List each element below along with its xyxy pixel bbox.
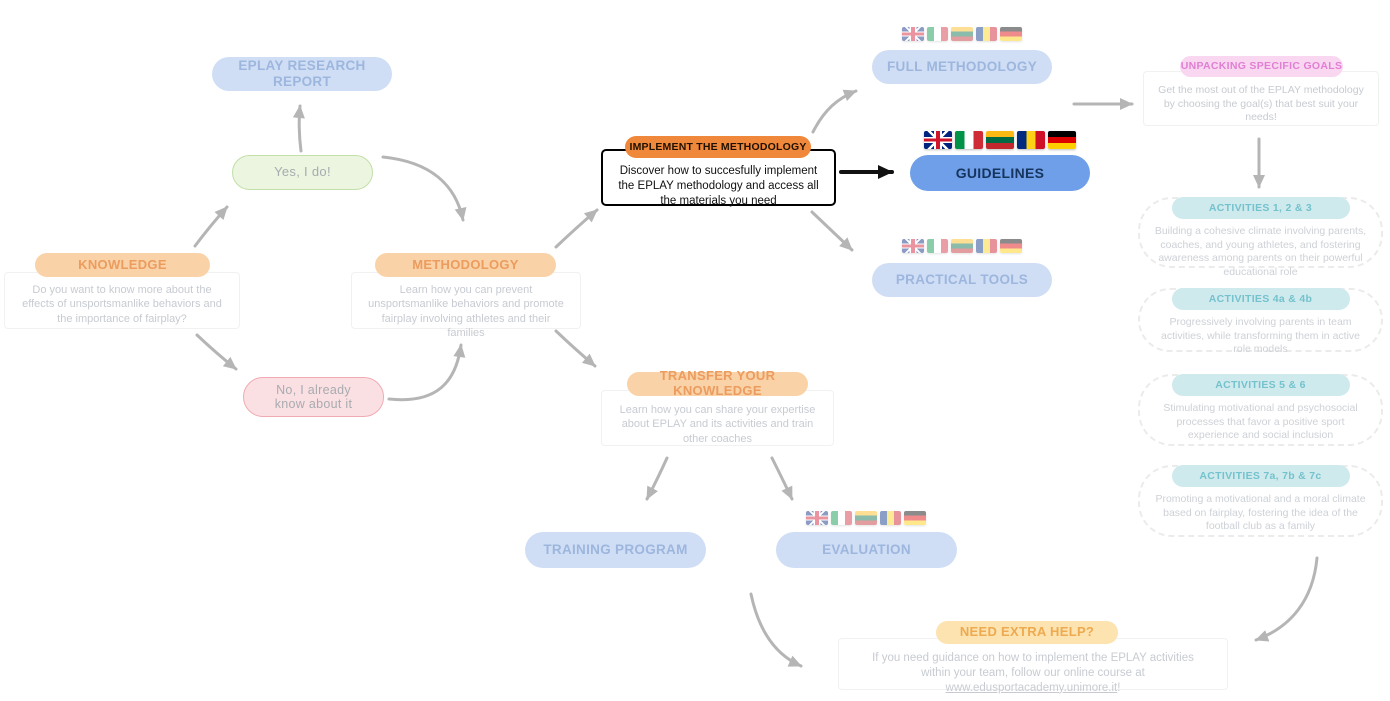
flag-romania-icon[interactable] xyxy=(1017,131,1045,149)
knowledge-description: Do you want to know more about the effec… xyxy=(4,272,240,329)
flag-uk-icon[interactable] xyxy=(806,511,828,525)
flag-germany-icon[interactable] xyxy=(904,511,926,525)
activity-1-title[interactable]: ACTIVITIES 1, 2 & 3 xyxy=(1171,197,1350,219)
arrow-yes-to-report xyxy=(292,104,305,153)
node-practical-tools[interactable]: PRACTICAL TOOLS xyxy=(872,263,1052,297)
flag-uk-icon[interactable] xyxy=(902,239,924,253)
node-implement-methodology: IMPLEMENT THE METHODOLOGY xyxy=(625,136,811,158)
flag-romania-icon[interactable] xyxy=(879,511,902,525)
flag-lithuania-icon[interactable] xyxy=(951,239,973,253)
node-yes-option[interactable]: Yes, I do! xyxy=(232,155,373,190)
flag-uk-icon[interactable] xyxy=(924,131,952,149)
activity-4-title[interactable]: ACTIVITIES 7a, 7b & 7c xyxy=(1171,465,1350,487)
node-knowledge: KNOWLEDGE xyxy=(35,253,210,277)
arrow-transfer-to-training xyxy=(645,456,669,501)
activity-card-4: ACTIVITIES 7a, 7b & 7c Promoting a motiv… xyxy=(1138,465,1383,537)
implement-description: Discover how to succesfully implement th… xyxy=(601,149,836,207)
language-flags-practical-tools xyxy=(902,239,1022,253)
flag-lithuania-icon[interactable] xyxy=(855,511,877,525)
node-transfer-knowledge: TRANSFER YOUR KNOWLEDGE xyxy=(627,368,808,398)
arrow-yes-to-methodology xyxy=(381,155,467,222)
arrow-no-to-methodology xyxy=(387,343,466,402)
flag-lithuania-icon[interactable] xyxy=(951,27,973,41)
arrow-knowledge-to-yes xyxy=(193,205,229,248)
activity-1-description: Building a cohesive climate involving pa… xyxy=(1154,225,1367,278)
arrow-methodology-to-transfer xyxy=(554,329,597,368)
unpacking-goals-description: Get the most out of the EPLAY methodolog… xyxy=(1143,71,1379,126)
flag-germany-icon[interactable] xyxy=(1000,27,1022,41)
flag-germany-icon[interactable] xyxy=(1048,131,1076,149)
need-help-text-before: If you need guidance on how to implement… xyxy=(872,652,1194,679)
language-flags-guidelines xyxy=(922,131,1078,149)
arrow-methodology-to-implement xyxy=(554,208,599,249)
activity-3-description: Stimulating motivational and psychosocia… xyxy=(1163,402,1358,442)
flag-italy-icon[interactable] xyxy=(926,239,949,253)
arrow-evaluation-to-help xyxy=(749,592,803,668)
activity-4-description: Promoting a motivational and a moral cli… xyxy=(1155,493,1366,533)
language-flags-full-methodology xyxy=(902,27,1022,41)
flag-italy-icon[interactable] xyxy=(926,27,949,41)
activity-card-2: ACTIVITIES 4a & 4b Progressively involvi… xyxy=(1138,288,1383,355)
activity-card-3: ACTIVITIES 5 & 6 Stimulating motivationa… xyxy=(1138,374,1383,446)
language-flags-evaluation xyxy=(806,511,926,525)
node-full-methodology[interactable]: FULL METHODOLOGY xyxy=(872,50,1052,84)
activity-card-1: ACTIVITIES 1, 2 & 3 Building a cohesive … xyxy=(1138,197,1383,278)
activity-2-description: Progressively involving parents in team … xyxy=(1161,316,1360,356)
node-training-program[interactable]: TRAINING PROGRAM xyxy=(525,532,706,568)
arrow-implement-to-full-methodology xyxy=(811,89,858,134)
flag-lithuania-icon[interactable] xyxy=(986,131,1014,149)
node-research-report[interactable]: EPLAY RESEARCH REPORT xyxy=(212,57,392,91)
course-link[interactable]: www.edusportacademy.unimore.it xyxy=(945,681,1118,694)
flag-romania-icon[interactable] xyxy=(975,27,998,41)
node-no-option[interactable]: No, I already know about it xyxy=(243,377,384,417)
flag-uk-icon[interactable] xyxy=(902,27,924,41)
methodology-description: Learn how you can prevent unsportsmanlik… xyxy=(351,272,581,339)
arrow-transfer-to-evaluation xyxy=(770,456,794,501)
arrow-activities-to-help xyxy=(1254,556,1319,642)
flag-romania-icon[interactable] xyxy=(975,239,998,253)
flag-germany-icon[interactable] xyxy=(1000,239,1022,253)
flag-italy-icon[interactable] xyxy=(830,511,853,525)
node-evaluation[interactable]: EVALUATION xyxy=(776,532,957,568)
transfer-knowledge-description: Learn how you can share your expertise a… xyxy=(601,390,834,446)
activity-2-title[interactable]: ACTIVITIES 4a & 4b xyxy=(1171,288,1350,310)
arrow-knowledge-to-no xyxy=(195,333,238,371)
node-methodology: METHODOLOGY xyxy=(375,253,556,277)
need-help-text-after: ! xyxy=(1117,681,1121,694)
node-guidelines[interactable]: GUIDELINES xyxy=(910,155,1090,191)
flag-italy-icon[interactable] xyxy=(955,131,983,149)
node-unpacking-goals: UNPACKING SPECIFIC GOALS xyxy=(1180,56,1343,77)
need-help-description: If you need guidance on how to implement… xyxy=(838,638,1228,694)
node-need-extra-help: NEED EXTRA HELP? xyxy=(936,621,1118,644)
activity-3-title[interactable]: ACTIVITIES 5 & 6 xyxy=(1171,374,1350,396)
arrow-implement-to-practical-tools xyxy=(810,210,854,252)
